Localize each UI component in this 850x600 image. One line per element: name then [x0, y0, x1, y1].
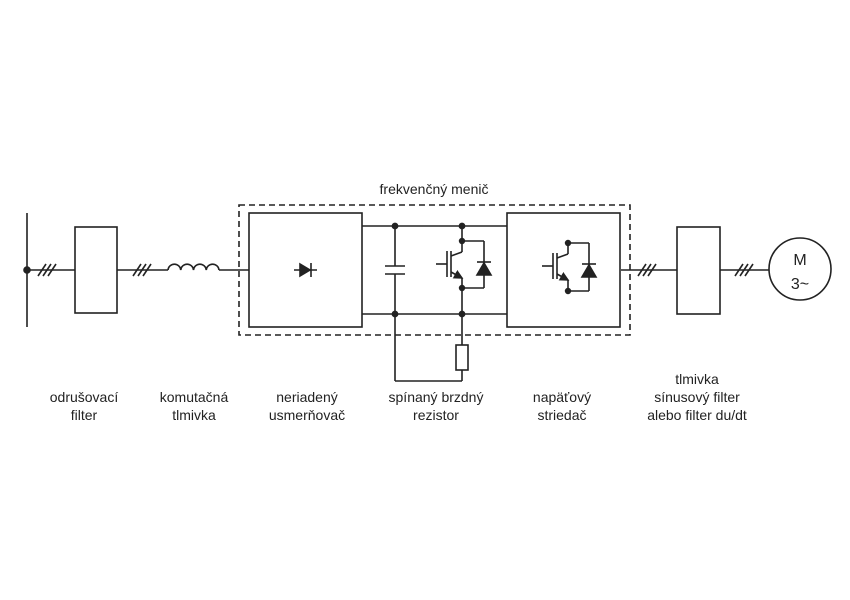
label-rectifier-l2: usmerňovač [269, 407, 345, 423]
dc-link-capacitor [385, 222, 405, 318]
converter-title: frekvenčný menič [380, 181, 489, 197]
inverter-igbt-icon [542, 239, 598, 295]
brake-chopper-circuit [394, 222, 493, 382]
label-inverter-l2: striedač [537, 407, 586, 423]
label-emi-filter-l2: filter [71, 407, 98, 423]
three-phase-mark [37, 263, 57, 277]
three-phase-mark [637, 263, 657, 277]
label-line-choke-l2: tlmivka [172, 407, 216, 423]
motor-label-phase: 3~ [791, 276, 809, 293]
label-emi-filter-l1: odrušovací [50, 389, 119, 405]
three-phase-mark [132, 263, 152, 277]
label-brake-l2: rezistor [413, 407, 459, 423]
label-output-filter-l2: sínusový filter [654, 389, 740, 405]
three-phase-mark [734, 263, 754, 277]
label-line-choke-l1: komutačná [160, 389, 229, 405]
converter-enclosure [238, 204, 631, 336]
label-output-filter-l1: tlmivka [675, 371, 719, 387]
motor-label-m: M [793, 252, 806, 269]
label-inverter-l1: napäťový [533, 389, 591, 405]
label-output-filter-l3: alebo filter du/dt [647, 407, 747, 423]
label-brake-l1: spínaný brzdný [389, 389, 484, 405]
inductor-symbol [167, 263, 220, 271]
rectifier-diode-icon [294, 262, 317, 278]
emi-filter-box [74, 226, 118, 314]
output-filter-box [676, 226, 721, 315]
motor-symbol [768, 237, 832, 301]
label-rectifier-l1: neriadený [276, 389, 338, 405]
rectifier-box [248, 212, 363, 328]
inverter-box [506, 212, 621, 328]
